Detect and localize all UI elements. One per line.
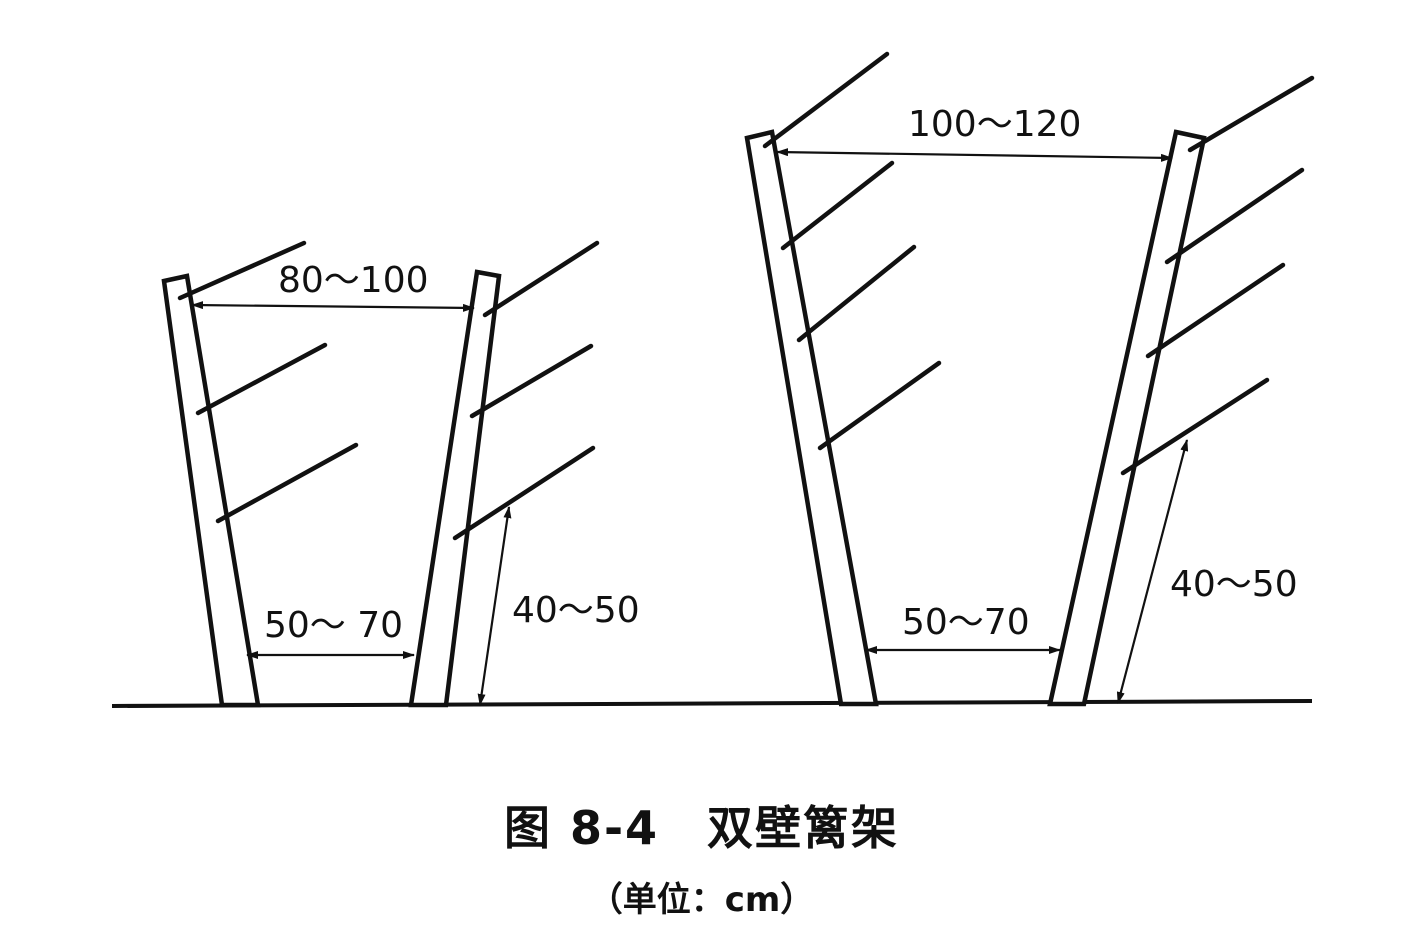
trellis-right: 100～120 50～70 40～50 [744, 51, 1315, 707]
left-trellis-wire [195, 342, 328, 416]
left-trellis-wire [469, 343, 594, 419]
left-bottom-width-label: 50～ 70 [264, 605, 403, 646]
right-bottom-width-label: 50～70 [902, 602, 1030, 643]
left-trellis-post-right [408, 269, 502, 708]
left-wire-height-dimension [477, 506, 512, 706]
left-trellis-wire [482, 240, 600, 318]
right-trellis-wire [1164, 167, 1305, 265]
right-trellis-post-left [744, 129, 879, 707]
ground-line [111, 699, 1313, 708]
right-top-width-label: 100～120 [908, 104, 1081, 145]
left-wire-height-label: 40～50 [512, 590, 640, 631]
right-trellis-wire [780, 160, 895, 251]
left-top-width-label: 80～100 [278, 260, 429, 301]
right-wire-height-label: 40～50 [1170, 564, 1298, 605]
left-trellis-wire [215, 442, 359, 524]
right-top-width-dimension [776, 148, 1173, 162]
right-trellis-wire [796, 244, 917, 343]
right-trellis-post-right [1047, 129, 1207, 707]
left-trellis-post-left [161, 273, 261, 708]
figure-unit-note: （单位：cm） [588, 880, 815, 920]
left-trellis-wire [177, 240, 307, 301]
right-trellis-wire [1187, 75, 1315, 153]
right-trellis-wire [817, 360, 942, 451]
left-top-width-dimension [191, 301, 475, 312]
right-trellis-wire [1145, 262, 1286, 359]
figure-title: 图 8-4 双壁篱架 [503, 801, 900, 855]
right-wire-height-dimension [1116, 439, 1189, 704]
trellis-left: 80～100 50～ 70 40～50 [161, 240, 640, 708]
right-trellis-wire [762, 51, 890, 149]
